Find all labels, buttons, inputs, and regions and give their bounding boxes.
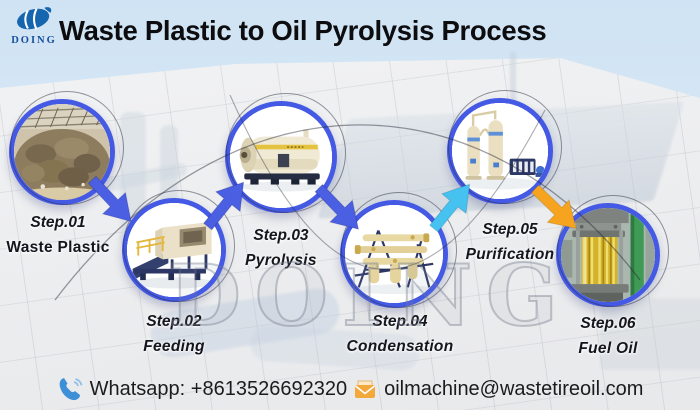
step-number: Step.06: [580, 315, 636, 332]
step-circle-feeding: [122, 198, 226, 302]
background-machinery-pole: [510, 52, 516, 122]
step-circle-waste-plastic: [9, 99, 115, 205]
step-circle-condensation: [340, 200, 448, 308]
page-title: Waste Plastic to Oil Pyrolysis Process: [59, 15, 547, 46]
doing-logo: DOING: [8, 6, 60, 46]
step-number: Step.03: [253, 227, 309, 244]
step-number: Step.01: [30, 214, 86, 231]
step-label-purification: Step.05 Purification: [436, 221, 584, 264]
step-label-feeding: Step.02 Feeding: [108, 313, 240, 356]
step-number: Step.05: [482, 221, 538, 238]
flow-arrow-step1-to-step2: [78, 166, 147, 236]
email-icon: [355, 380, 376, 398]
contact-bar: Whatsapp: +8613526692320 oilmachine@wast…: [0, 376, 700, 402]
step-name: Feeding: [143, 338, 205, 355]
flow-arrow-step5-to-step6: [521, 174, 591, 243]
phone-icon: [59, 378, 83, 401]
step-name: Purification: [465, 246, 555, 263]
step-number: Step.02: [146, 313, 202, 330]
flow-arrow-step4-to-step5: [418, 171, 486, 241]
step-label-waste-plastic: Step.01 Waste Plastic: [0, 214, 124, 257]
step-name: Fuel Oil: [578, 340, 638, 357]
flow-arrow-step2-to-step3: [192, 169, 260, 239]
email-text: oilmachine@wastetireoil.com: [384, 377, 644, 400]
doing-logo-icon: [17, 7, 52, 30]
step-circle-fuel-oil: [556, 203, 660, 307]
step-name: Condensation: [346, 338, 454, 355]
flow-arrow-step3-to-step4: [304, 174, 373, 244]
step-name: Waste Plastic: [6, 239, 110, 256]
step-label-condensation: Step.04 Condensation: [326, 313, 474, 356]
doing-logo-text: DOING: [11, 35, 57, 46]
step-label-pyrolysis: Step.03 Pyrolysis: [214, 227, 348, 270]
step-label-fuel-oil: Step.06 Fuel Oil: [546, 315, 670, 358]
step-number: Step.04: [372, 313, 428, 330]
background-machinery-box: [600, 298, 700, 370]
step-name: Pyrolysis: [245, 252, 317, 269]
whatsapp-text: Whatsapp: +8613526692320: [89, 377, 348, 400]
